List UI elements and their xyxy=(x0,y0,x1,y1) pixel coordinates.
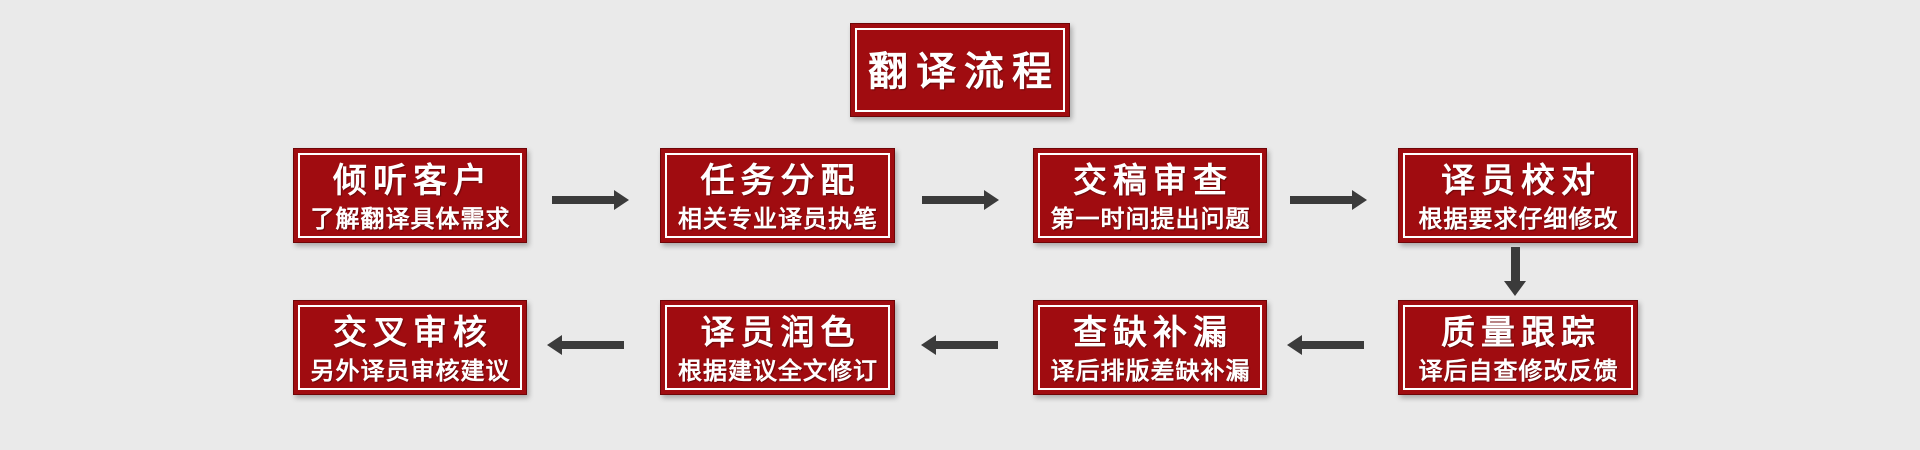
flow-step-draft-review: 交稿审查 第一时间提出问题 xyxy=(1033,148,1267,243)
arrow-shaft xyxy=(936,341,998,349)
flow-step-task-assignment: 任务分配 相关专业译员执笔 xyxy=(660,148,895,243)
arrow-shaft xyxy=(1290,196,1352,204)
flow-step-title: 译员润色 xyxy=(700,313,861,352)
arrow-head xyxy=(921,335,936,355)
flow-step-title: 交叉审核 xyxy=(333,313,493,352)
flow-step-translator-proofreading: 译员校对 根据要求仔细修改 xyxy=(1398,148,1638,243)
arrow-shaft xyxy=(922,196,984,204)
arrow-right-icon xyxy=(922,190,999,210)
arrow-head xyxy=(1287,335,1302,355)
flow-step-title: 倾听客户 xyxy=(333,161,493,200)
flow-step-title: 任务分配 xyxy=(700,161,861,200)
arrow-right-icon xyxy=(1290,190,1367,210)
flow-step-subtitle: 另外译员审核建议 xyxy=(310,357,511,385)
flow-step-subtitle: 相关专业译员执笔 xyxy=(678,205,878,233)
flow-step-cross-review: 交叉审核 另外译员审核建议 xyxy=(293,300,527,395)
flow-step-subtitle: 了解翻译具体需求 xyxy=(310,205,511,233)
arrow-left-icon xyxy=(921,335,998,355)
arrow-head xyxy=(614,190,629,210)
page-title: 翻译流程 xyxy=(868,50,1060,94)
flow-step-title: 译员校对 xyxy=(1441,161,1601,200)
flow-step-subtitle: 根据建议全文修订 xyxy=(678,357,878,385)
flow-step-gap-check: 查缺补漏 译后排版差缺补漏 xyxy=(1033,300,1267,395)
arrow-shaft xyxy=(1510,247,1520,281)
arrow-down-icon xyxy=(1504,247,1526,296)
flow-step-title: 质量跟踪 xyxy=(1441,313,1601,352)
flow-step-subtitle: 译后自查修改反馈 xyxy=(1418,357,1619,385)
arrow-shaft xyxy=(562,341,624,349)
arrow-left-icon xyxy=(1287,335,1364,355)
arrow-head xyxy=(984,190,999,210)
flow-step-listen-customer: 倾听客户 了解翻译具体需求 xyxy=(293,148,527,243)
arrow-left-icon xyxy=(547,335,624,355)
flow-step-translator-polishing: 译员润色 根据建议全文修订 xyxy=(660,300,895,395)
arrow-head xyxy=(1504,281,1526,296)
arrow-head xyxy=(547,335,562,355)
flow-step-quality-tracking: 质量跟踪 译后自查修改反馈 xyxy=(1398,300,1638,395)
arrow-head xyxy=(1352,190,1367,210)
flow-step-title: 交稿审查 xyxy=(1073,161,1233,200)
flow-step-subtitle: 第一时间提出问题 xyxy=(1050,205,1251,233)
flow-step-subtitle: 译后排版差缺补漏 xyxy=(1050,357,1251,385)
arrow-shaft xyxy=(552,196,614,204)
arrow-shaft xyxy=(1302,341,1364,349)
flow-step-title: 查缺补漏 xyxy=(1073,313,1233,352)
flow-step-subtitle: 根据要求仔细修改 xyxy=(1418,205,1619,233)
arrow-right-icon xyxy=(552,190,629,210)
flowchart-title-box: 翻译流程 xyxy=(850,23,1070,117)
